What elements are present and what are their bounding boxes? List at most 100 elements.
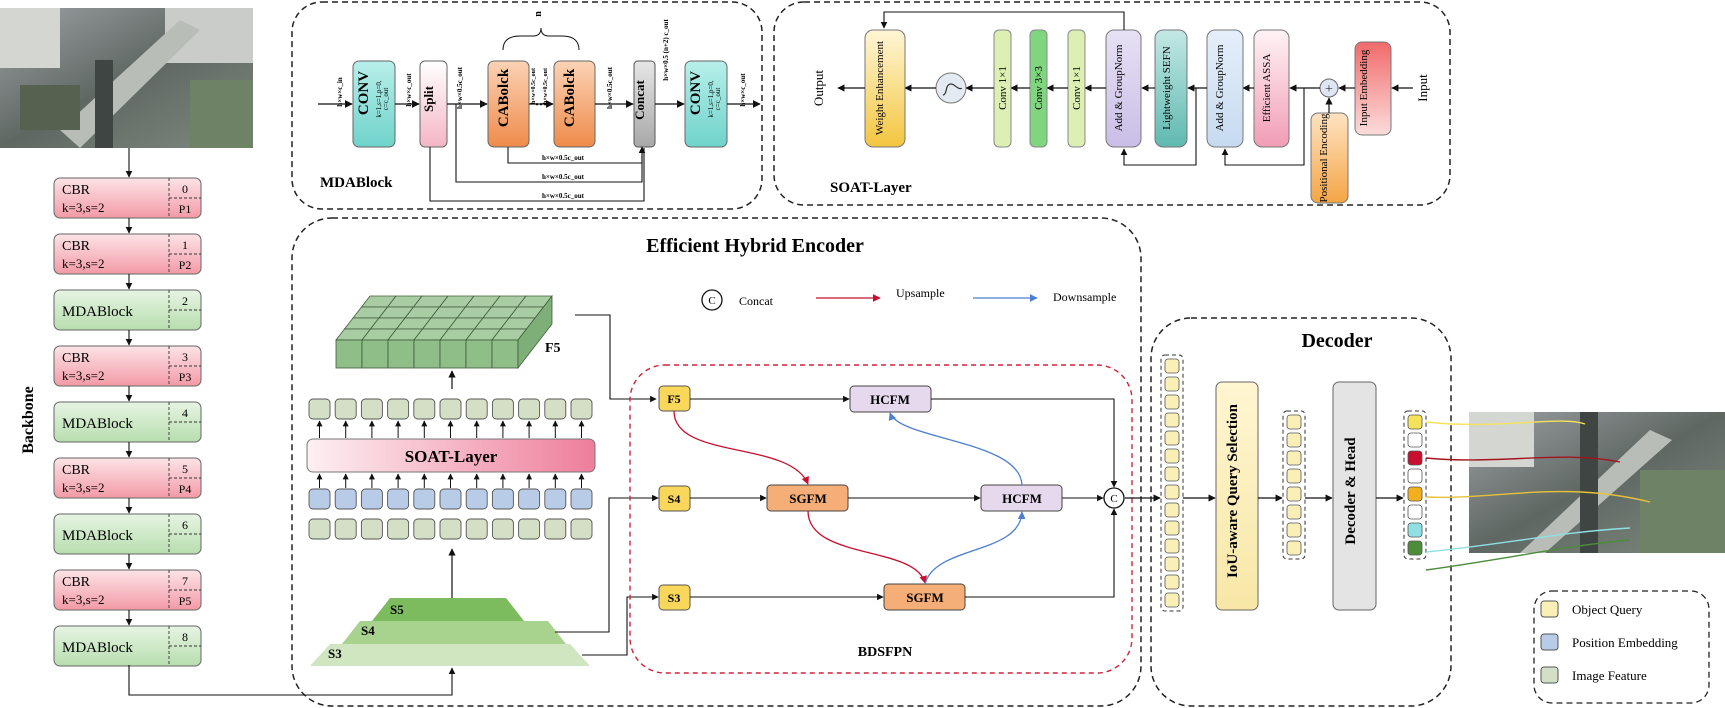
f5-front-cell <box>413 339 441 369</box>
n-label: n <box>533 11 544 17</box>
dim-stack-1: h×w×0.5c_out <box>531 68 537 104</box>
f5-grid-label: F5 <box>545 341 561 356</box>
position-embedding-token <box>387 488 410 510</box>
output-feature-token <box>518 398 541 420</box>
dim-concat-out: h×w×0.5 (n+2) c_out <box>662 19 670 81</box>
output-query-token <box>1407 414 1423 430</box>
query-column-output <box>1403 410 1427 560</box>
conv1a-label: Conv 1×1 <box>997 66 1009 110</box>
backbone-block-name: MDABlock <box>62 304 133 320</box>
backbone-index: 7 <box>182 574 188 588</box>
backbone-block-sub: k=3,s=2 <box>62 592 104 607</box>
legend-label-0: Object Query <box>1572 602 1643 617</box>
dim-cab-out: h×w×0.5c_out <box>606 66 614 109</box>
backbone-block-name: MDABlock <box>62 528 133 544</box>
backbone-index: 2 <box>182 294 188 308</box>
decoder-head-block <box>1332 381 1377 611</box>
output-feature-token <box>439 398 462 420</box>
input-feature-token <box>465 518 488 540</box>
input-feature-token <box>439 518 462 540</box>
backbone-index: 4 <box>182 406 188 420</box>
split-label: Split <box>421 85 436 112</box>
backbone-tag: P1 <box>179 202 192 216</box>
backbone-index: 1 <box>182 238 188 252</box>
f5-front-cell <box>335 339 363 369</box>
s4-label: S4 <box>361 623 375 638</box>
query-token <box>1164 412 1180 428</box>
output-query-token <box>1407 468 1423 484</box>
output-feature-token <box>544 398 567 420</box>
input-feature-token <box>544 518 567 540</box>
output-feature-token <box>387 398 410 420</box>
selected-query-token <box>1286 468 1302 484</box>
concat-label: Concat <box>632 79 647 119</box>
output-query-token <box>1407 450 1423 466</box>
output-feature-token <box>360 398 383 420</box>
iou-query-selection <box>1215 381 1259 611</box>
pyramid-s5 <box>372 598 524 621</box>
conv-params-1: k=1,s=1,p=0, <box>375 80 383 118</box>
sgfm-bottom-label: SGFM <box>906 590 944 605</box>
input-feature-token <box>308 518 331 540</box>
query-token <box>1164 502 1180 518</box>
mdablock-title: MDABlock <box>320 175 393 191</box>
conv-label-1: CONV <box>356 71 372 115</box>
output-query-token <box>1407 486 1423 502</box>
backbone-block-sub: k=3,s=2 <box>62 256 104 271</box>
legend-swatch-2 <box>1540 666 1559 684</box>
soat-layer-bar <box>306 438 596 473</box>
backbone-tag: P5 <box>179 594 192 608</box>
input-emb-label: Input Embedding <box>1358 49 1370 126</box>
input-feature-token <box>360 518 383 540</box>
query-token <box>1164 394 1180 410</box>
pos-enc-label: Positional Encoding <box>1318 113 1330 202</box>
pyramid-s4 <box>342 621 566 644</box>
output-detection-image <box>1469 412 1725 553</box>
sgfm-mid-label: SGFM <box>789 491 827 506</box>
backbone-tag: P4 <box>179 482 192 496</box>
selected-query-token <box>1286 540 1302 556</box>
weight-enh-label: Weight Enhancement <box>874 41 886 135</box>
assa-label: Efficient ASSA <box>1261 54 1273 123</box>
sefn-label: Lightweight SEFN <box>1161 46 1173 129</box>
position-embedding-token <box>413 488 436 510</box>
decoder-panel: Decoder IoU-aware Query Selection Decode… <box>1125 317 1452 707</box>
backbone-block-name: CBR <box>62 463 91 478</box>
concat-legend-icon <box>701 289 723 311</box>
token-rows <box>308 398 593 540</box>
concat-legend-c: C <box>708 295 715 307</box>
soat-bar-label: SOAT-Layer <box>405 447 498 466</box>
output-feature-token <box>413 398 436 420</box>
backbone-block-name: MDABlock <box>62 416 133 432</box>
f5-front-cell <box>439 339 467 369</box>
bdsfpn-concat-icon <box>1103 487 1125 509</box>
legend-label-1: Position Embedding <box>1572 635 1678 650</box>
backbone-index: 6 <box>182 518 188 532</box>
legend-concat: Concat <box>739 294 774 308</box>
backbone-block-name: CBR <box>62 183 91 198</box>
bypass-dim-1: h×w×0.5c_out <box>542 154 585 162</box>
backbone-tag: P2 <box>179 258 192 272</box>
s3-label: S3 <box>328 646 342 661</box>
position-embedding-token <box>544 488 567 510</box>
backbone-block-sub: k=3,s=2 <box>62 200 104 215</box>
output-query-token <box>1407 432 1423 448</box>
backbone-block-name: CBR <box>62 351 91 366</box>
position-embedding-token <box>518 488 541 510</box>
selected-query-token <box>1286 504 1302 520</box>
position-embedding-token <box>308 488 331 510</box>
dim-split-half: h×w×0.5c_out <box>456 66 464 109</box>
legend-label-2: Image Feature <box>1572 668 1647 683</box>
input-aerial-image <box>0 8 253 148</box>
input-feature-token <box>413 518 436 540</box>
conv-params2-2: c=c_out <box>714 88 722 111</box>
dim-stack-2: h×w×0.5c_out <box>543 68 549 104</box>
conv-label-2: CONV <box>688 71 704 115</box>
input-feature-token <box>518 518 541 540</box>
input-feature-token <box>570 518 593 540</box>
output-feature-token <box>334 398 357 420</box>
